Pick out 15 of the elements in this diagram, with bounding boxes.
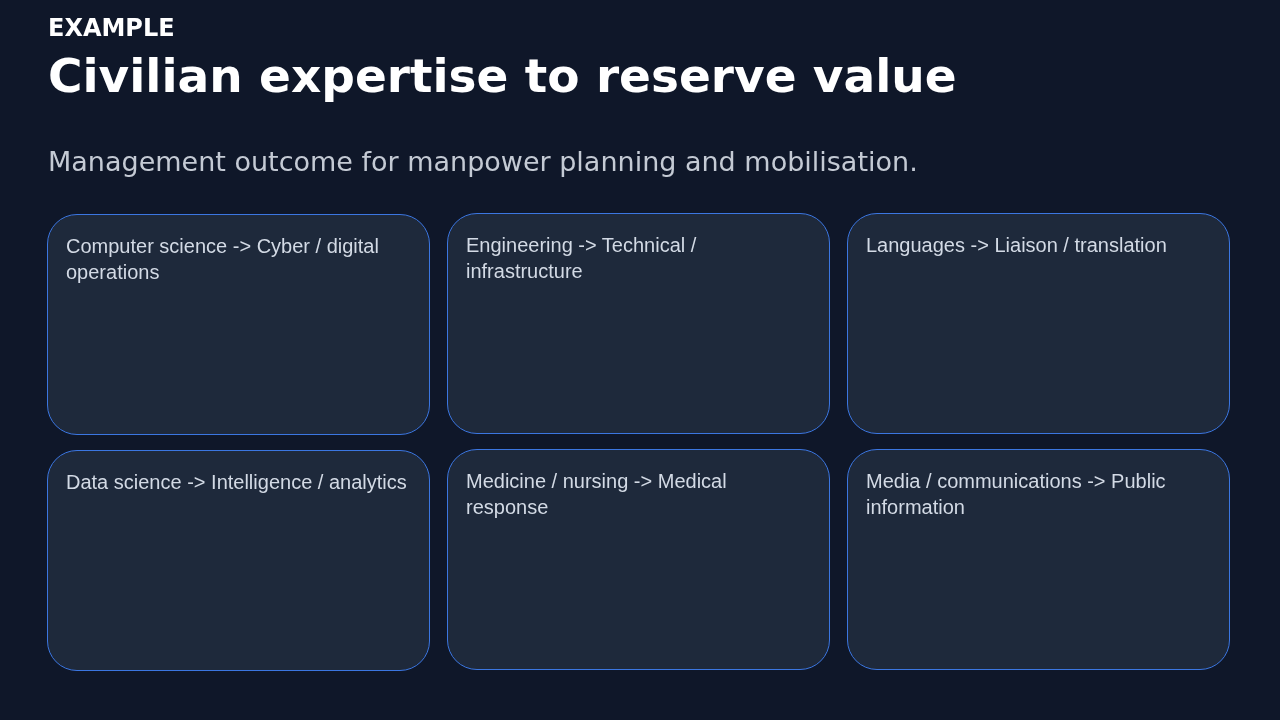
- mapping-card: [447, 213, 830, 434]
- card-text: Data science -> Intelligence / analytics: [66, 470, 408, 495]
- mapping-card: [447, 449, 830, 670]
- card-text: Media / communications -> Public information: [866, 469, 1167, 520]
- mapping-card: [847, 213, 1230, 434]
- title: Civilian expertise to reserve value: [48, 48, 957, 103]
- card-text: Medicine / nursing -> Medical response: [466, 469, 728, 520]
- mapping-card: [47, 214, 430, 435]
- card-text: Languages -> Liaison / translation: [866, 233, 1168, 258]
- card-text: Engineering -> Technical / infrastructure: [466, 233, 698, 284]
- kicker-label: EXAMPLE: [48, 14, 175, 42]
- subtitle: Management outcome for manpower planning and mobilisation.: [48, 146, 918, 177]
- mapping-card: [47, 450, 430, 671]
- card-text: Computer science -> Cyber / digital operations: [66, 234, 380, 285]
- mapping-card: [847, 449, 1230, 670]
